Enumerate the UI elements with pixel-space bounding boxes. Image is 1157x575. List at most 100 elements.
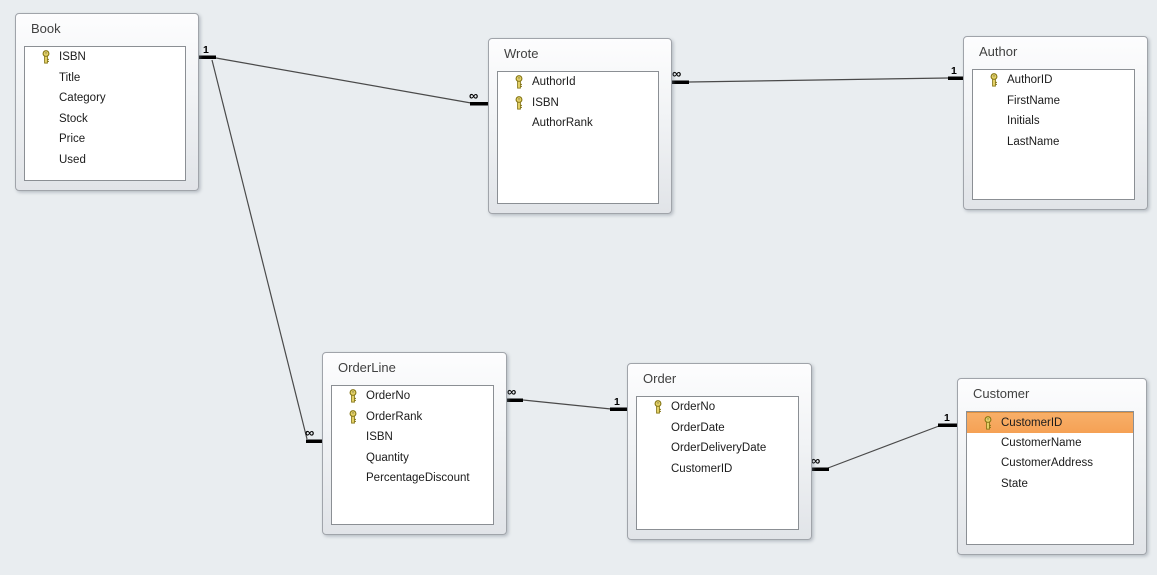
cardinality-label: ∞ xyxy=(507,384,516,399)
field-row-category[interactable]: Category xyxy=(25,88,185,109)
field-row-isbn[interactable]: ISBN xyxy=(498,93,658,114)
cardinality-label: 1 xyxy=(614,396,620,408)
field-name: ISBN xyxy=(366,431,393,444)
field-name: Quantity xyxy=(366,451,409,464)
field-row-orderdate[interactable]: OrderDate xyxy=(637,418,798,439)
primary-key-icon xyxy=(40,50,51,64)
cardinality-stub[interactable] xyxy=(672,80,689,85)
cardinality-stub[interactable] xyxy=(470,102,488,106)
cardinality-label: ∞ xyxy=(672,66,681,81)
field-row-authorid[interactable]: AuthorId xyxy=(498,72,658,93)
field-name: FirstName xyxy=(1007,94,1061,107)
field-name: AuthorID xyxy=(1007,74,1053,87)
field-name: Category xyxy=(59,92,106,105)
field-name: Stock xyxy=(59,112,88,125)
field-row-authorid[interactable]: AuthorID xyxy=(973,70,1134,91)
field-row-customerid[interactable]: CustomerID xyxy=(637,459,798,480)
field-name: CustomerID xyxy=(671,462,733,475)
primary-key-icon xyxy=(652,400,663,414)
field-row-customername[interactable]: CustomerName xyxy=(967,433,1133,454)
field-name: AuthorRank xyxy=(532,117,593,130)
field-name: OrderNo xyxy=(671,401,716,414)
field-row-used[interactable]: Used xyxy=(25,150,185,171)
cardinality-stub[interactable] xyxy=(610,407,627,412)
field-row-lastname[interactable]: LastName xyxy=(973,132,1134,153)
relationship-book-orderline: ∞ xyxy=(211,59,322,444)
relationship-line[interactable] xyxy=(522,399,612,410)
cardinality-label: 1 xyxy=(944,412,950,424)
field-row-customeraddress[interactable]: CustomerAddress xyxy=(967,453,1133,474)
primary-key-icon xyxy=(988,73,999,87)
cardinality-stub[interactable] xyxy=(507,398,523,403)
field-name: ISBN xyxy=(59,51,86,64)
primary-key-icon xyxy=(347,409,358,424)
field-name: State xyxy=(1001,477,1028,490)
field-name: CustomerID xyxy=(1001,416,1063,429)
field-row-orderno[interactable]: OrderNo xyxy=(332,386,493,407)
table-title[interactable]: Author xyxy=(979,44,1018,59)
table-title[interactable]: Order xyxy=(643,371,677,386)
table-title[interactable]: OrderLine xyxy=(338,360,396,375)
relationship-orderline-order: ∞1 xyxy=(507,384,627,411)
field-name: LastName xyxy=(1007,135,1060,148)
field-row-orderdeliverydate[interactable]: OrderDeliveryDate xyxy=(637,438,798,459)
relationship-line[interactable] xyxy=(211,59,308,440)
field-row-firstname[interactable]: FirstName xyxy=(973,91,1134,112)
field-name: PercentageDiscount xyxy=(366,472,470,485)
table-title[interactable]: Book xyxy=(31,21,61,36)
field-row-orderno[interactable]: OrderNo xyxy=(637,397,798,418)
primary-key-icon xyxy=(347,389,358,403)
field-name: OrderDeliveryDate xyxy=(671,442,767,455)
field-row-title[interactable]: Title xyxy=(25,68,185,89)
relationship-book-wrote: 1∞ xyxy=(199,44,488,106)
cardinality-stub[interactable] xyxy=(306,439,322,444)
field-name: Initials xyxy=(1007,115,1040,128)
cardinality-label: ∞ xyxy=(305,425,314,440)
relationship-line[interactable] xyxy=(827,425,940,469)
field-row-state[interactable]: State xyxy=(967,474,1133,495)
primary-key-icon xyxy=(513,75,524,89)
field-row-isbn[interactable]: ISBN xyxy=(332,427,493,448)
cardinality-label: 1 xyxy=(951,65,957,77)
primary-key-icon xyxy=(982,415,993,430)
field-name: CustomerAddress xyxy=(1001,457,1094,470)
field-name: CustomerName xyxy=(1001,436,1082,449)
cardinality-stub[interactable] xyxy=(812,467,829,472)
field-row-customerid[interactable]: CustomerID xyxy=(967,412,1133,433)
field-row-authorrank[interactable]: AuthorRank xyxy=(498,113,658,134)
table-title[interactable]: Customer xyxy=(973,386,1030,401)
field-row-isbn[interactable]: ISBN xyxy=(25,47,185,68)
field-row-orderrank[interactable]: OrderRank xyxy=(332,407,493,428)
cardinality-stub[interactable] xyxy=(948,76,963,81)
field-row-percentagediscount[interactable]: PercentageDiscount xyxy=(332,468,493,489)
field-name: OrderRank xyxy=(366,410,423,423)
relationship-line[interactable] xyxy=(688,77,949,83)
primary-key-icon xyxy=(513,95,524,110)
field-name: ISBN xyxy=(532,96,559,109)
field-row-initials[interactable]: Initials xyxy=(973,111,1134,132)
field-row-stock[interactable]: Stock xyxy=(25,109,185,130)
relationship-line[interactable] xyxy=(215,57,472,104)
cardinality-label: ∞ xyxy=(811,453,820,468)
cardinality-stub[interactable] xyxy=(938,423,957,428)
field-name: Price xyxy=(59,133,86,146)
field-name: OrderNo xyxy=(366,390,411,403)
table-title[interactable]: Wrote xyxy=(504,46,539,61)
field-row-quantity[interactable]: Quantity xyxy=(332,448,493,469)
field-name: Used xyxy=(59,153,86,166)
field-row-price[interactable]: Price xyxy=(25,129,185,150)
relationship-wrote-author: ∞1 xyxy=(672,65,963,84)
cardinality-stub[interactable] xyxy=(199,55,216,60)
field-name: AuthorId xyxy=(532,76,576,89)
